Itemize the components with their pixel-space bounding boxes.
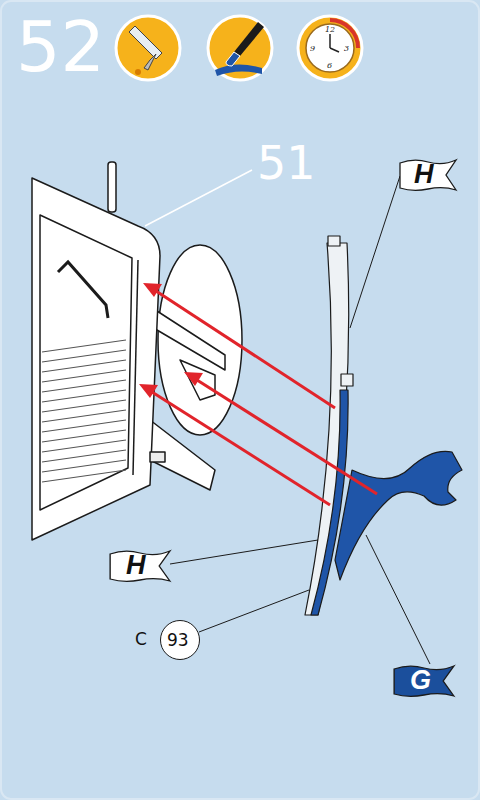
illustration-line <box>108 162 116 212</box>
part-number: 51 <box>257 140 316 186</box>
illustration-line <box>170 540 318 564</box>
illustration-line <box>306 24 354 72</box>
illustration-line <box>305 243 349 615</box>
illustration-line <box>366 535 430 664</box>
illustration-line <box>298 16 362 80</box>
illustration-line <box>135 69 141 75</box>
fender-part <box>305 236 462 615</box>
part-flag: H <box>398 157 458 193</box>
illustration-line <box>226 52 240 66</box>
illustration-line <box>330 20 358 48</box>
illustration-line <box>42 390 126 402</box>
illustration-line <box>330 48 339 52</box>
illustration-line <box>139 384 158 398</box>
illustration-line <box>40 215 132 510</box>
leader-lines <box>170 176 430 664</box>
step-number: 52 <box>16 12 105 82</box>
clock-numeral: 12 <box>325 26 335 34</box>
grille-lines <box>42 340 126 482</box>
glue-icon <box>116 16 180 80</box>
callout-circle: C93 <box>160 620 200 660</box>
illustration-line <box>42 450 126 462</box>
illustration-line <box>215 64 262 76</box>
paint-icon <box>208 16 272 80</box>
illustration-line <box>116 16 180 80</box>
illustration-line <box>42 360 126 372</box>
flag-outline <box>394 666 454 696</box>
illustration-line <box>329 34 331 48</box>
illustration-line <box>42 460 126 472</box>
flag-letter: G <box>410 665 431 696</box>
illustration-line <box>143 283 162 297</box>
illustration-line <box>42 400 126 412</box>
door-handle <box>58 262 108 318</box>
catalog-letter: C <box>135 630 147 650</box>
illustration-line <box>156 291 335 408</box>
illustration-line <box>150 420 215 490</box>
illustration-line <box>42 350 126 362</box>
flag-letter: H <box>126 550 146 581</box>
clock-icon <box>298 16 362 80</box>
illustration-line <box>311 390 348 615</box>
clock-numeral: 6 <box>327 62 332 70</box>
leader-line <box>145 170 252 226</box>
vehicle-front <box>32 162 242 540</box>
assembly-arrows <box>139 283 377 505</box>
flag-outline <box>110 551 170 581</box>
illustration-line <box>42 370 126 382</box>
illustration-line <box>180 360 215 400</box>
illustration-line <box>234 22 264 56</box>
illustration-line <box>184 372 203 386</box>
clock-numeral: 9 <box>310 45 315 53</box>
illustration-line <box>341 374 353 386</box>
illustration-line <box>208 16 272 80</box>
illustration-line <box>42 410 126 422</box>
illustration-line <box>129 26 162 59</box>
illustration-line <box>133 260 138 475</box>
clock-numeral: 3 <box>344 45 349 53</box>
illustration-line <box>42 420 126 432</box>
illustration-line <box>42 470 126 482</box>
flag-letter: H <box>414 159 434 190</box>
callout-number: 93 <box>167 631 189 651</box>
illustration-line <box>152 392 330 505</box>
illustration-line <box>144 54 156 70</box>
illustration-line <box>150 452 165 462</box>
illustration-line <box>42 440 126 452</box>
illustration-line <box>335 451 462 580</box>
illustration-line <box>42 340 126 352</box>
part-flag: H <box>108 548 172 584</box>
illustration-line <box>199 590 309 632</box>
illustration-line <box>32 178 160 540</box>
illustration-line <box>42 430 126 442</box>
illustration-line <box>42 380 126 392</box>
flag-outline <box>400 160 456 190</box>
illustration-line <box>350 176 400 328</box>
part-flag: G <box>392 663 456 699</box>
illustration-line <box>328 236 340 246</box>
